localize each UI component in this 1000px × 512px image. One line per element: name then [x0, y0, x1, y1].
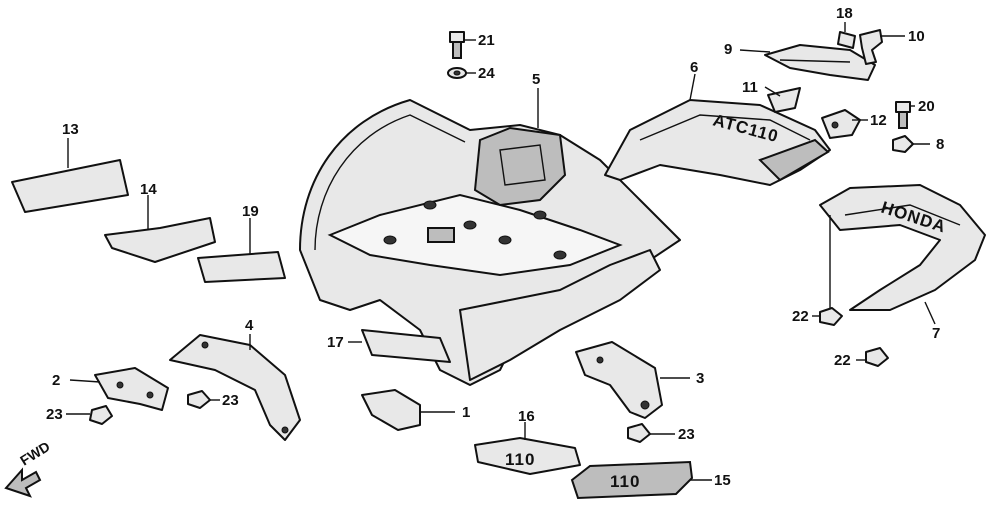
bracket-4: [169, 334, 301, 441]
top-lid: [764, 44, 876, 81]
callout-18: 18: [836, 5, 853, 22]
callouts: 1 2 3 4 5 6 7 8 9 10 11 12 13 14 15 16 1…: [46, 5, 944, 489]
callout-9: 9: [724, 41, 732, 58]
callout-19: 19: [242, 203, 259, 220]
nut-8: [892, 135, 914, 153]
nut-23c: [627, 423, 651, 443]
bolt-21: [449, 31, 465, 59]
callout-23b: 23: [222, 392, 239, 409]
bolt-20: [895, 101, 911, 129]
nut-22a: [819, 307, 843, 326]
callout-13: 13: [62, 121, 79, 138]
callout-12: 12: [870, 112, 887, 129]
callout-20: 20: [918, 98, 935, 115]
model-badge-large: 110: [610, 472, 640, 491]
callout-24: 24: [478, 65, 495, 82]
callout-14: 14: [140, 181, 157, 198]
callout-11: 11: [742, 79, 758, 96]
nut-22b: [865, 347, 889, 367]
forward-direction-indicator: FWD: [4, 438, 53, 498]
washer-24: [447, 67, 467, 79]
decal-19: [197, 251, 286, 283]
decal-14: [104, 217, 216, 263]
stopper: [837, 31, 856, 49]
callout-7: 7: [932, 325, 940, 342]
bracket-3: [575, 341, 663, 419]
bracket-2: [94, 367, 169, 411]
leader-lines: [66, 22, 936, 481]
fwd-label: FWD: [17, 438, 53, 468]
callout-21: 21: [478, 32, 495, 49]
callout-3: 3: [696, 370, 704, 387]
callout-23c: 23: [678, 426, 695, 443]
callout-2: 2: [52, 372, 60, 389]
callout-23a: 23: [46, 406, 63, 423]
bracket-1: [361, 389, 421, 431]
callout-15: 15: [714, 472, 731, 489]
callout-5: 5: [532, 71, 540, 88]
nut-23b: [187, 390, 211, 409]
callout-1: 1: [462, 404, 470, 421]
side-cover: HONDA: [819, 184, 986, 311]
callout-10: 10: [908, 28, 925, 45]
callout-4: 4: [245, 317, 254, 334]
rear-cover: ATC110: [604, 99, 831, 186]
rear-fender: [299, 99, 681, 386]
emblem-15: 110: [570, 460, 694, 500]
decal-13: [11, 159, 129, 213]
callout-6: 6: [690, 59, 698, 76]
callout-8: 8: [936, 136, 944, 153]
model-badge-small: 110: [505, 450, 535, 469]
nut-23a: [89, 405, 113, 425]
decal-17: [361, 329, 451, 363]
callout-16: 16: [518, 408, 535, 425]
callout-17: 17: [327, 334, 344, 351]
callout-22a: 22: [792, 308, 809, 325]
callout-22b: 22: [834, 352, 851, 369]
emblem-16: 110: [474, 437, 581, 475]
latch: [859, 29, 883, 65]
hinge-bracket: [821, 109, 861, 139]
